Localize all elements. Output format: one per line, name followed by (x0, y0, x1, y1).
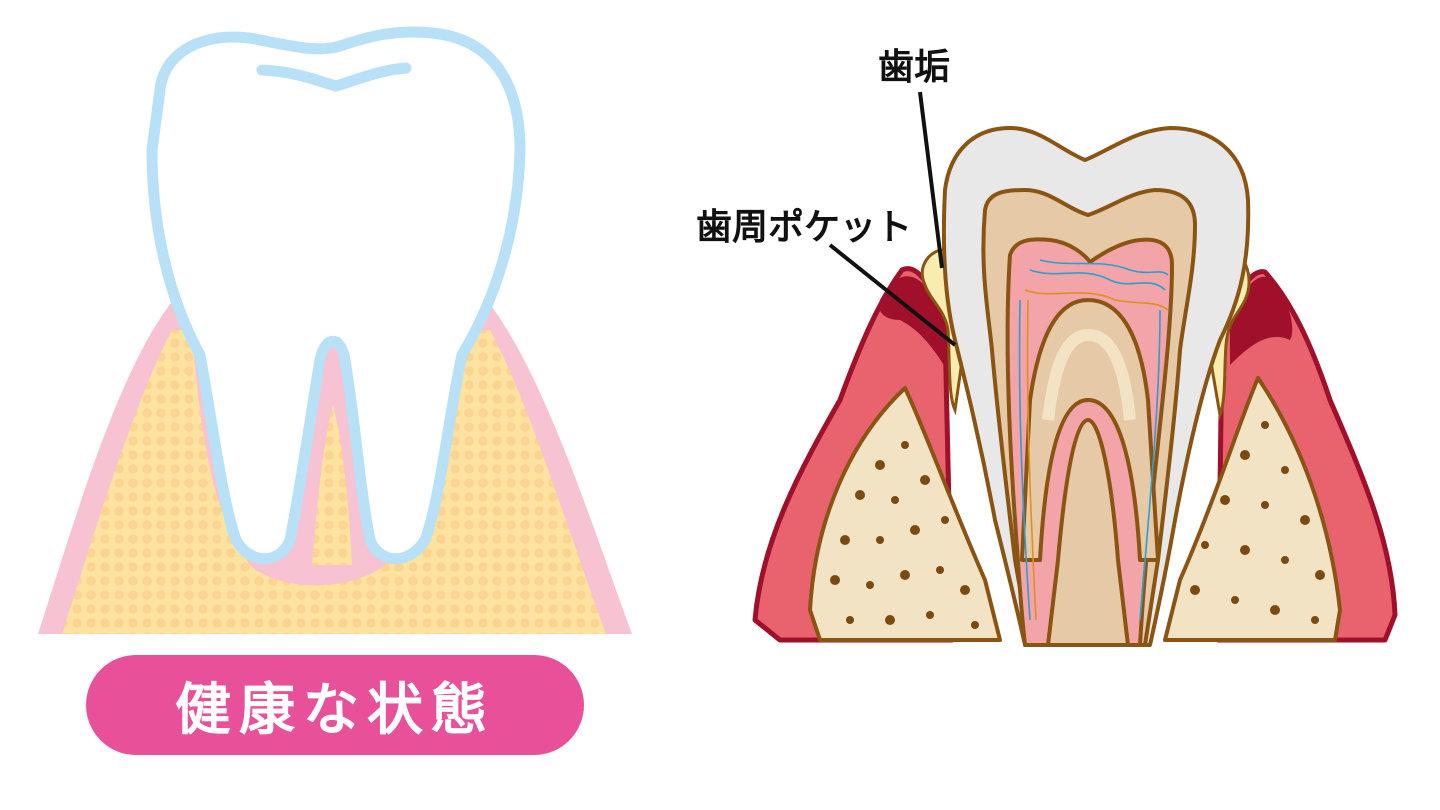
pulp-nerves (1018, 259, 1169, 621)
periodontal-tooth-diagram (752, 91, 1398, 647)
healthy-tooth-crown-groove (256, 62, 412, 92)
status-label: 健康な状態 (175, 677, 495, 743)
healthy-tooth-diagram (38, 26, 632, 634)
bone-right (1163, 376, 1342, 642)
plaque-callout-label: 歯垢 (878, 47, 951, 88)
status-pill: 健康な状態 (86, 655, 584, 755)
periodontal-tooth-inner-cream (1042, 328, 1136, 421)
pocket-callout-line (828, 243, 957, 347)
plaque-callout-line (918, 91, 944, 269)
healthy-tooth (146, 26, 526, 565)
bone-left (808, 386, 1002, 642)
healthy-septum-bone (312, 405, 352, 565)
pocket-callout-label: 歯周ポケット (696, 207, 913, 248)
healthy-bone (62, 330, 606, 634)
